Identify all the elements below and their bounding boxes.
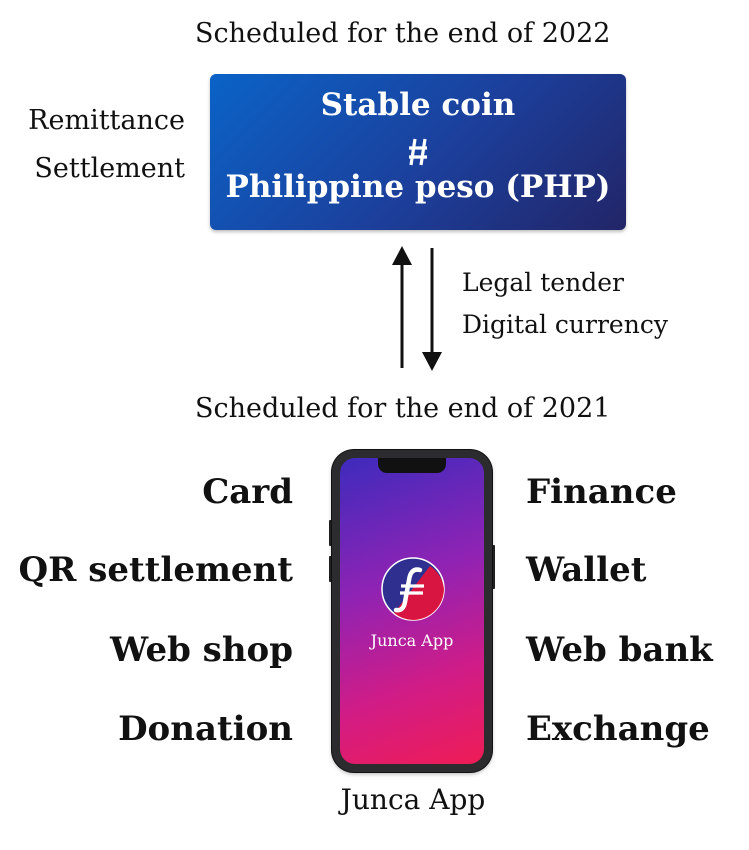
bidirectional-arrows — [380, 240, 450, 379]
digital-currency-label: Digital currency — [462, 310, 668, 339]
feature-web-bank: Web bank — [526, 630, 713, 670]
phone-notch — [378, 458, 446, 473]
arrow-up-icon — [392, 246, 412, 368]
app-screen-label: Junca App — [370, 631, 454, 650]
feature-finance: Finance — [526, 472, 677, 512]
junca-app-caption: Junca App — [340, 783, 486, 816]
arrow-down-icon — [422, 248, 442, 371]
settlement-label: Settlement — [34, 153, 185, 184]
smartphone: Junca App — [332, 450, 492, 772]
philippine-peso-label: Philippine peso (PHP) — [225, 169, 611, 205]
schedule-2021-label: Scheduled for the end of 2021 — [195, 393, 611, 424]
phone-power-button — [492, 545, 495, 589]
phone-volume-up-button — [329, 520, 332, 546]
feature-wallet: Wallet — [526, 550, 647, 590]
feature-exchange: Exchange — [526, 709, 710, 749]
junca-logo-icon — [380, 556, 446, 622]
phone-volume-down-button — [329, 556, 332, 582]
feature-card: Card — [202, 472, 293, 512]
remittance-label: Remittance — [28, 105, 185, 136]
phone-screen: Junca App — [340, 458, 484, 764]
legal-tender-label: Legal tender — [462, 268, 624, 297]
feature-qr-settlement: QR settlement — [18, 550, 293, 590]
not-equal-icon — [210, 134, 626, 170]
stable-coin-box: Stable coin Philippine peso (PHP) — [210, 74, 626, 230]
feature-donation: Donation — [118, 709, 293, 749]
schedule-2022-label: Scheduled for the end of 2022 — [195, 18, 611, 49]
stable-coin-title: Stable coin — [320, 87, 516, 123]
feature-web-shop: Web shop — [110, 630, 293, 670]
